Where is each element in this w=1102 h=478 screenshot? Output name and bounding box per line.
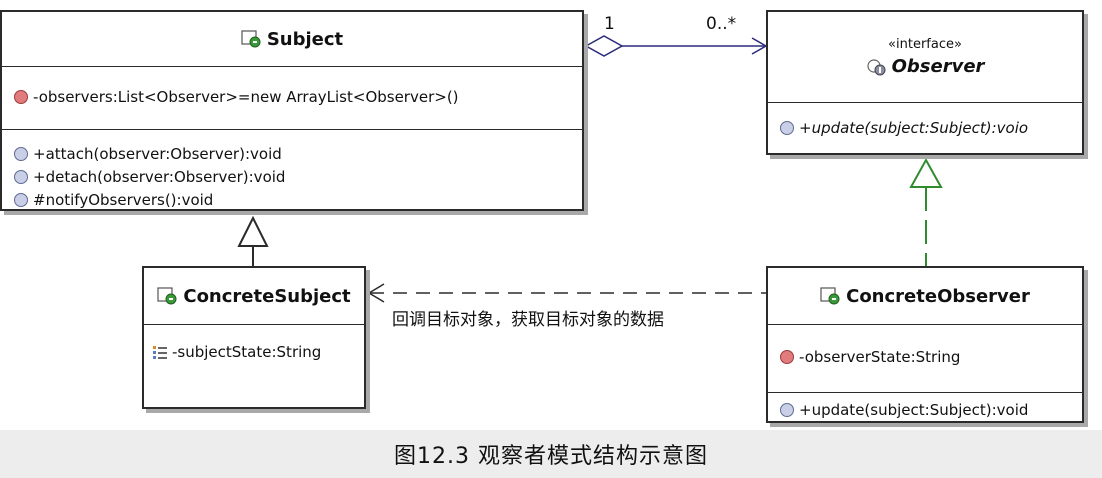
concrete-subject-class[interactable]: ConcreteSubject -subjectState:String: [142, 266, 366, 409]
callback-label: 回调目标对象，获取目标对象的数据: [392, 310, 664, 330]
relationship-lines: [237, 35, 943, 303]
attribute-row: -observerState:String: [780, 345, 1082, 368]
attribute-text: -subjectState:String: [172, 342, 322, 361]
concrete-observer-header: ConcreteObserver: [768, 268, 1082, 324]
concrete-observer-name: ConcreteObserver: [846, 285, 1030, 307]
operation-row: +attach(observer:Observer):void: [14, 142, 582, 165]
public-member-icon: [14, 169, 28, 184]
subject-class[interactable]: Subject -observers:List<Observer>=new Ar…: [0, 10, 584, 211]
generalization-arrowhead: [237, 215, 269, 247]
concrete-observer-attributes: -observerState:String: [768, 324, 1082, 392]
operation-row: +update(subject:Subject):voio: [780, 116, 1082, 139]
operation-text: +update(subject:Subject):void: [799, 400, 1029, 419]
subject-header: Subject: [2, 12, 582, 66]
public-member-icon: [780, 120, 794, 135]
attribute-row: -observers:List<Observer>=new ArrayList<…: [14, 85, 582, 108]
interface-icon: [866, 58, 886, 75]
class-icon: [820, 287, 840, 305]
operation-text: +detach(observer:Observer):void: [33, 167, 286, 186]
operation-text: +attach(observer:Observer):void: [33, 144, 282, 163]
operation-text: #notifyObservers():void: [33, 190, 214, 209]
private-member-icon: [14, 89, 28, 104]
public-member-icon: [780, 402, 794, 417]
operation-row: #notifyObservers():void: [14, 188, 582, 211]
concrete-subject-attributes: -subjectState:String: [144, 324, 364, 363]
field-icon: [153, 345, 167, 359]
attribute-text: -observerState:String: [799, 347, 961, 366]
uml-diagram: 1 0..* 回调目标对象，获取目标对象的数据 Subject -observe…: [0, 10, 1084, 423]
dependency-arrowhead: [367, 283, 385, 303]
multiplicity-one: 1: [604, 14, 615, 34]
concrete-observer-operations: +update(subject:Subject):void: [768, 392, 1082, 421]
observer-name: Observer: [891, 56, 985, 77]
observer-interface[interactable]: «interface» Observer +update(subject:Sub…: [766, 10, 1084, 155]
concrete-subject-header: ConcreteSubject: [144, 268, 364, 324]
subject-name: Subject: [266, 28, 344, 50]
realization-arrowhead: [909, 157, 943, 188]
figure-caption: 图12.3 观察者模式结构示意图: [0, 430, 1102, 478]
subject-attributes: -observers:List<Observer>=new ArrayList<…: [2, 66, 582, 129]
observer-operations: +update(subject:Subject):voio: [768, 102, 1082, 153]
concrete-observer-class[interactable]: ConcreteObserver -observerState:String +…: [766, 266, 1084, 423]
operation-row: +detach(observer:Observer):void: [14, 165, 582, 188]
attribute-row: -subjectState:String: [152, 340, 364, 363]
caption-text: 图12.3 观察者模式结构示意图: [394, 444, 708, 469]
multiplicity-many: 0..*: [706, 14, 737, 34]
observer-stereotype: «interface»: [888, 37, 962, 52]
class-icon: [241, 30, 261, 48]
attribute-text: -observers:List<Observer>=new ArrayList<…: [33, 87, 459, 106]
private-member-icon: [780, 349, 794, 364]
public-member-icon: [14, 192, 28, 207]
concrete-subject-name: ConcreteSubject: [183, 285, 351, 307]
operation-text: +update(subject:Subject):voio: [799, 118, 1029, 137]
observer-header: «interface» Observer: [768, 12, 1082, 102]
subject-operations: +attach(observer:Observer):void +detach(…: [2, 129, 582, 211]
operation-row: +update(subject:Subject):void: [780, 398, 1082, 421]
public-member-icon: [14, 146, 28, 161]
class-icon: [157, 287, 177, 305]
aggregation-diamond: [584, 35, 624, 57]
